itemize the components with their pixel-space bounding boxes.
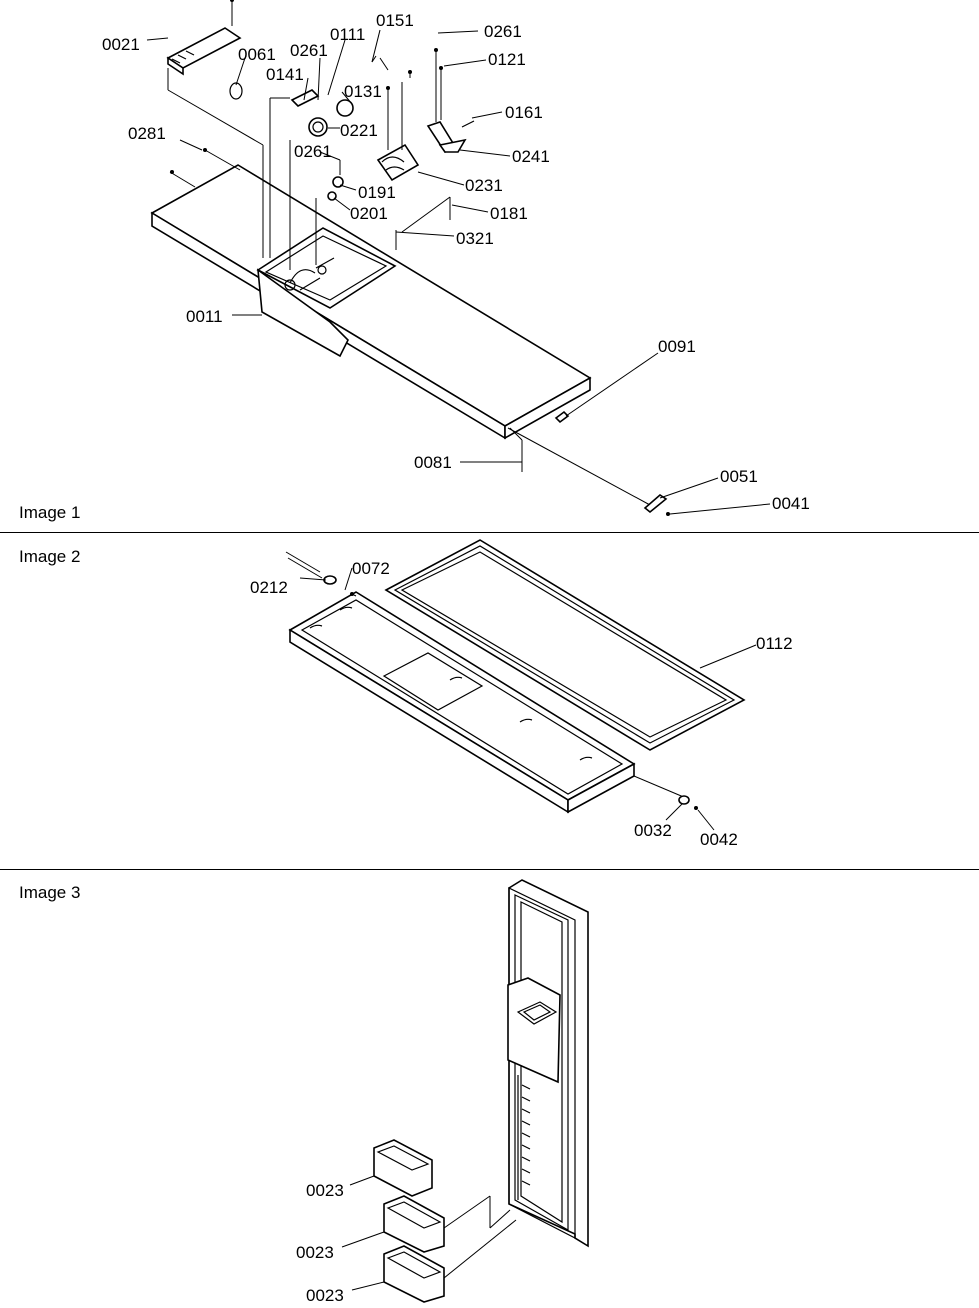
- motor-assembly-shape: [290, 89, 475, 201]
- callout-0023-a: 0023: [306, 1181, 344, 1200]
- callout-0231: 0231: [465, 176, 503, 195]
- leader-lines-image-3: [341, 1175, 517, 1291]
- callout-0021: 0021: [102, 35, 140, 54]
- callout-0181: 0181: [490, 204, 528, 223]
- callout-0141: 0141: [266, 65, 304, 84]
- dispenser-door-shape: [507, 879, 589, 1248]
- callout-0131: 0131: [344, 82, 382, 101]
- callout-0072: 0072: [352, 559, 390, 578]
- leader-lines-image-2: [299, 567, 757, 831]
- callout-0111: 0111: [330, 25, 365, 44]
- callout-0121: 0121: [488, 50, 526, 69]
- image-3-diagram: 0023 0023 0023: [296, 879, 589, 1305]
- callout-0261-b: 0261: [484, 22, 522, 41]
- callout-0191: 0191: [358, 183, 396, 202]
- fastener-lines: [167, 0, 670, 516]
- callout-0261-a: 0261: [290, 41, 328, 60]
- callout-0151: 0151: [376, 11, 414, 30]
- section-label-image-1: Image 1: [19, 503, 81, 522]
- callout-0091: 0091: [658, 337, 696, 356]
- door-gasket-shape: [384, 539, 746, 751]
- section-label-image-3: Image 3: [19, 883, 81, 902]
- callout-0241: 0241: [512, 147, 550, 166]
- callout-0321: 0321: [456, 229, 494, 248]
- callouts-image-3: 0023 0023 0023: [296, 1181, 344, 1305]
- callout-0201: 0201: [350, 204, 388, 223]
- callouts-image-1: 0021 0061 0261 0111 0151 0141 0131 0221 …: [102, 11, 810, 513]
- top-panel-assembly: [150, 164, 592, 440]
- callout-0023-b: 0023: [296, 1243, 334, 1262]
- image-2-diagram: 0212 0072 0112 0032 0042: [250, 539, 793, 849]
- callout-0032: 0032: [634, 821, 672, 840]
- callout-0061: 0061: [238, 45, 276, 64]
- callout-0051: 0051: [720, 467, 758, 486]
- leader-lines-image-1: [146, 29, 771, 515]
- part-0021-shape: [166, 27, 243, 100]
- callout-0281: 0281: [128, 124, 166, 143]
- callout-0023-c: 0023: [306, 1286, 344, 1305]
- callout-0081: 0081: [414, 453, 452, 472]
- callout-0041: 0041: [772, 494, 810, 513]
- door-bins-shape: [373, 1139, 445, 1303]
- callout-0161: 0161: [505, 103, 543, 122]
- section-label-image-2: Image 2: [19, 547, 81, 566]
- callouts-image-2: 0212 0072 0112 0032 0042: [250, 559, 793, 849]
- callout-0042: 0042: [700, 830, 738, 849]
- door-frame-shape: [288, 591, 636, 814]
- image-1-diagram: 0021 0061 0261 0111 0151 0141 0131 0221 …: [102, 0, 810, 516]
- divider-1: [0, 532, 979, 533]
- callout-0212: 0212: [250, 578, 288, 597]
- divider-2: [0, 869, 979, 870]
- callout-0112: 0112: [756, 634, 793, 653]
- callout-0261-c: 0261: [294, 142, 332, 161]
- callout-0011: 0011: [186, 307, 223, 326]
- callout-0221: 0221: [340, 121, 378, 140]
